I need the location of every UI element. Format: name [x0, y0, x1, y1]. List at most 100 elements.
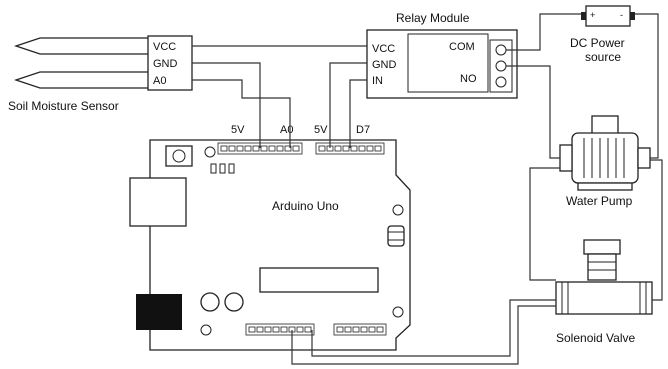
pump-body	[571, 132, 639, 184]
led-indicator	[210, 163, 217, 174]
pump-left-flange	[559, 144, 573, 172]
valve-body	[555, 281, 653, 315]
header-pin	[268, 145, 276, 152]
mount-hole	[392, 306, 404, 318]
relay-pin-vcc: VCC	[372, 43, 395, 55]
wire-arduino-valve-2	[311, 299, 556, 357]
pump-top-cap	[591, 115, 619, 135]
power-title-line1: DC Power	[570, 36, 625, 50]
sensor-pin-vcc: VCC	[153, 41, 176, 53]
wire-sensor-a0	[192, 79, 291, 148]
sensor-probe-bottom	[13, 71, 151, 89]
sensor-connector	[147, 35, 193, 91]
battery-plus-sign: +	[590, 10, 595, 20]
valve-coil-cap	[583, 239, 621, 255]
relay-title: Relay Module	[396, 11, 470, 25]
valve-title: Solenoid Valve	[556, 331, 635, 345]
reset-button	[165, 145, 193, 167]
wire-relay-in	[349, 79, 367, 148]
relay-inner-box	[407, 33, 489, 93]
header-pin	[360, 326, 368, 333]
relay-board	[366, 29, 518, 99]
header-pin	[236, 145, 244, 152]
header-pin	[336, 326, 344, 333]
mount-hole	[392, 204, 404, 216]
wire-arduino-valve	[291, 305, 556, 365]
battery-terminal-left	[581, 12, 586, 20]
dc-power-source: + - DC Power source	[570, 5, 635, 64]
arduino-title: Arduino Uno	[272, 199, 339, 213]
sensor-pin-gnd: GND	[153, 58, 178, 70]
header-pin	[376, 326, 384, 333]
header-label-5v-right: 5V	[314, 124, 328, 136]
header-pin	[272, 326, 280, 333]
battery-terminal-right	[630, 12, 635, 20]
relay-pin-com: COM	[449, 41, 475, 53]
led-indicator	[219, 163, 226, 174]
header-pin	[220, 145, 228, 152]
usb-connector	[129, 177, 187, 227]
header-pin	[368, 326, 376, 333]
sensor-title: Soil Moisture Sensor	[8, 99, 119, 113]
atmega-chip	[259, 267, 379, 293]
header-bottom-right	[333, 323, 387, 336]
header-pin	[276, 145, 284, 152]
header-pin	[228, 145, 236, 152]
header-pin	[374, 145, 382, 152]
header-label-a0: A0	[280, 124, 293, 136]
relay-pin-gnd: GND	[372, 59, 397, 71]
header-pin	[256, 326, 264, 333]
header-pin	[318, 145, 326, 152]
wire-relay-com	[506, 13, 581, 51]
mount-hole	[204, 146, 216, 158]
wire-relay-gnd	[329, 62, 367, 148]
header-pin	[342, 145, 350, 152]
pump-base	[577, 182, 633, 191]
pump-title: Water Pump	[566, 194, 633, 208]
arduino-uno: Arduino Uno 5V A0 5V D7	[129, 124, 411, 351]
wire-pump-valve-return	[650, 159, 663, 301]
wire-pump-valve	[529, 167, 560, 281]
wire-relay-no	[506, 65, 560, 159]
header-pin	[244, 145, 252, 152]
header-pin	[260, 145, 268, 152]
chip-small	[387, 225, 405, 247]
pump-right-flange	[637, 147, 651, 169]
header-pin	[248, 326, 256, 333]
header-pin	[264, 326, 272, 333]
header-pin	[350, 145, 358, 152]
header-pin	[284, 145, 292, 152]
arduino-board-outline	[149, 139, 411, 351]
power-title-line2: source	[585, 50, 621, 64]
water-pump: Water Pump	[559, 115, 651, 208]
power-jack	[136, 294, 182, 330]
header-outline	[245, 323, 315, 336]
relay-module: Relay Module VCC GND IN COM NO	[366, 11, 518, 99]
soil-moisture-sensor: VCC GND A0 Soil Moisture Sensor	[8, 35, 193, 113]
header-pin	[358, 145, 366, 152]
sensor-pin-a0: A0	[153, 75, 166, 87]
header-pin	[252, 145, 260, 152]
header-label-5v-left: 5V	[231, 124, 245, 136]
mount-hole	[200, 324, 212, 336]
solenoid-valve: Solenoid Valve	[555, 239, 653, 345]
header-pin	[344, 326, 352, 333]
header-pin	[366, 145, 374, 152]
header-bottom-left	[245, 323, 315, 336]
relay-terminal-3	[495, 76, 507, 88]
capacitor	[224, 292, 244, 312]
header-label-d7: D7	[356, 124, 370, 136]
header-pin	[280, 326, 288, 333]
led-indicator	[228, 163, 235, 174]
header-pin	[352, 326, 360, 333]
wires	[192, 13, 663, 365]
sensor-probe-top	[13, 37, 151, 55]
header-pin	[334, 145, 342, 152]
header-pin	[304, 326, 312, 333]
battery-minus-sign: -	[620, 10, 623, 20]
wire-power-neg	[635, 13, 659, 159]
relay-pin-in: IN	[372, 75, 383, 87]
header-top-left	[217, 142, 303, 155]
header-top-right	[315, 142, 385, 155]
